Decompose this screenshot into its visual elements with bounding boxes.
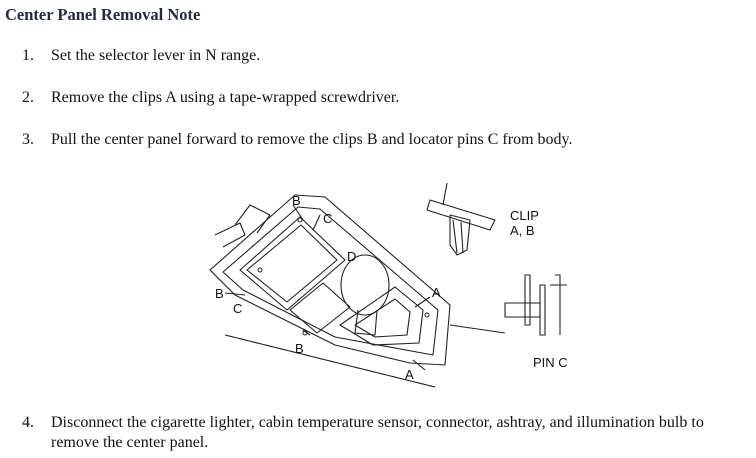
console-outline (209, 194, 451, 366)
label-c-top: C (323, 211, 332, 226)
step-text: Remove the clips A using a tape-wrapped … (51, 89, 400, 106)
label-b-left: B (215, 286, 224, 301)
label-a-bottom: A (405, 367, 414, 382)
step-text: Disconnect the cigarette lighter, cabin … (51, 414, 704, 451)
step-number: 3. (22, 131, 34, 148)
clip-point (257, 267, 263, 273)
label-b-top: B (292, 193, 301, 208)
shifter-knob (340, 254, 390, 316)
clip-point (302, 330, 308, 336)
pin-label: PIN C (533, 355, 568, 370)
label-d: D (347, 249, 356, 264)
shifter-gate (339, 286, 424, 346)
step-number: 2. (22, 89, 34, 106)
page-title: Center Panel Removal Note (5, 5, 201, 24)
label-b-bottom: B (295, 341, 304, 356)
step-3: 3. Pull the center panel forward to remov… (22, 130, 573, 150)
lower-tray (289, 282, 351, 334)
center-panel-diagram: B C D B C A B A CLIP A, B PIN C (209, 182, 568, 388)
clip-point (424, 312, 430, 318)
clip-label-line2: A, B (510, 223, 535, 238)
step-number: 1. (22, 47, 34, 64)
step-number: 4. (22, 414, 34, 431)
clip-point (297, 217, 303, 223)
step-1: 1. Set the selector lever in N range. (22, 46, 260, 66)
pin-detail (504, 302, 541, 318)
clip-label-line1: CLIP (510, 208, 539, 223)
step-text: Set the selector lever in N range. (51, 47, 261, 64)
step-text: Pull the center panel forward to remove … (51, 131, 573, 148)
step-2: 2. Remove the clips A using a tape-wrappe… (22, 88, 399, 108)
step-4: 4. Disconnect the cigarette lighter, cabi… (22, 413, 751, 453)
clip-detail (426, 199, 496, 231)
upper-tray (239, 216, 346, 311)
label-c-left: C (233, 301, 242, 316)
label-a-right: A (432, 285, 441, 300)
console-inner-rim (222, 206, 439, 356)
